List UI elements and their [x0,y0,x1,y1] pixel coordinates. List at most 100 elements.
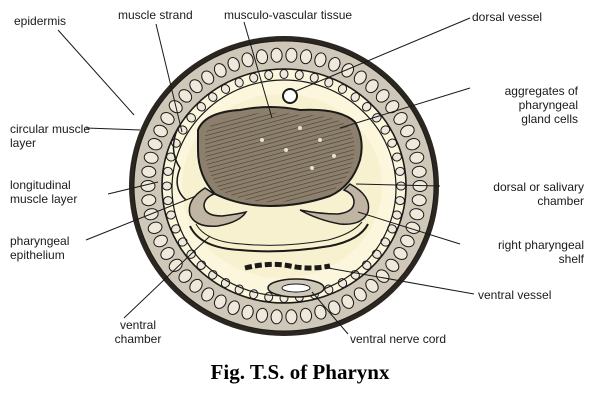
label-longitudinal-muscle-layer: longitudinal muscle layer [10,178,77,206]
wall-cell [405,138,421,151]
wall-cell [411,165,427,178]
wall-cell [387,138,398,148]
label-aggregates-line1: aggregates of [504,84,578,98]
label-circular-muscle-layer-line1: circular muscle [10,122,91,136]
wall-cell [270,309,283,325]
label-dorsal-salivary-chamber: dorsal or salivary chamber [446,180,584,208]
wall-cell [299,307,313,323]
wall-cell [201,287,215,302]
label-right-pharyngeal-shelf: right pharyngeal shelf [462,238,584,266]
wall-cell [380,125,391,135]
label-circular-muscle-layer-line2: layer [10,136,37,150]
muscle-strand-shape [172,127,187,201]
label-dorsal-salivary-line1: dorsal or salivary [493,180,584,194]
wall-cell [337,84,348,94]
longitudinal-muscle-cells [140,47,428,325]
wall-cell [409,151,425,164]
label-epidermis: epidermis [14,14,67,28]
wall-cell [227,56,240,72]
wall-cell [328,300,341,316]
right-pharyngeal-shelf-shape [299,183,370,225]
wall-cell [147,138,163,151]
wall-cell [163,166,173,176]
wall-cell [201,70,215,85]
wall-cell [160,112,175,125]
ventral-vessel-shape [244,261,331,271]
wall-cell [411,194,427,207]
gland-cell-aggregates [260,126,336,170]
wall-cell [160,247,175,260]
wall-cell [393,112,408,125]
label-muscle-strand: muscle strand [118,8,193,22]
wall-cell [409,208,425,221]
wall-cell [314,304,327,320]
wall-cell [396,181,406,191]
wall-cell [143,151,159,164]
wall-cell [353,70,367,85]
wall-cell [350,92,360,102]
wall-cell [385,258,400,272]
figure-caption: Fig. T.S. of Pharynx [210,360,390,384]
wall-cell [141,165,157,178]
label-right-shelf-line1: right pharyngeal [497,238,584,252]
label-longitudinal-line1: longitudinal [10,178,71,192]
wall-cell [189,79,203,94]
wall-cell [227,300,240,316]
label-aggregates-line2: pharyngeal [518,98,578,112]
wall-cell [341,294,355,309]
wall-cell [168,258,183,272]
label-ventral-chamber: ventral chamber [108,318,168,346]
wall-cell [309,72,319,83]
wall-cell [234,77,244,88]
label-aggregates-gland-cells: aggregates of pharyngeal gland cells [474,84,578,126]
wall-cell [213,63,227,78]
wall-cell [375,89,390,103]
label-dorsal-vessel: dorsal vessel [472,10,543,24]
wall-cell [380,237,391,247]
wall-cell [241,304,254,320]
label-longitudinal-line2: muscle layer [10,192,78,206]
wall-cell [341,63,355,78]
wall-cell [279,69,289,79]
wall-cell [400,124,415,138]
dorsal-vessel-shape [282,88,298,104]
label-aggregates-line3: gland cells [521,112,578,126]
label-pharyngeal-epithelium: pharyngeal epithelium [10,234,69,262]
wall-cell [162,181,172,191]
wall-cell [213,294,227,309]
label-ventral-nerve-cord: ventral nerve cord [350,332,447,346]
wall-cell [264,70,274,80]
wall-cell [220,84,231,94]
label-musculo-vascular-tissue: musculo-vascular tissue [224,8,353,22]
wall-cell [208,92,218,102]
wall-cell [365,79,379,94]
wall-cell [392,152,402,162]
wall-cell [393,247,408,260]
label-ventral-chamber-line1: ventral [119,318,157,332]
wall-cell [189,278,203,293]
wall-cell [314,52,327,68]
label-right-shelf-line2: shelf [558,252,584,266]
wall-cell [365,278,379,293]
wall-cell [285,47,298,63]
wall-cell [285,309,298,325]
wall-cell [400,234,415,248]
wall-cell [241,52,254,68]
wall-cell [395,166,405,176]
wall-cell [255,307,269,323]
label-circular-muscle-layer: circular muscle layer [10,122,90,150]
wall-cell [147,221,163,234]
wall-cell [328,56,341,72]
wall-cell [249,72,259,83]
muscle-striations [205,112,355,202]
label-epithelium-line2: epithelium [10,248,65,262]
wall-cell [153,234,168,248]
wall-cell [294,70,304,80]
wall-cell [375,269,390,283]
wall-cell [324,77,334,88]
wall-cell [353,287,367,302]
label-epithelium-line1: pharyngeal [10,234,70,248]
wall-cell [270,47,283,63]
wall-cell [141,194,157,207]
